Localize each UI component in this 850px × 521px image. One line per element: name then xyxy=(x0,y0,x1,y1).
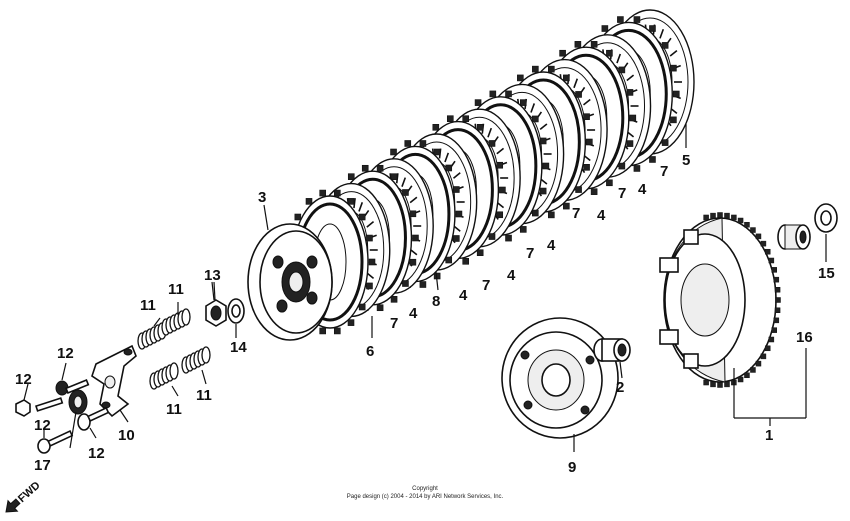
clutch-spring[interactable] xyxy=(181,346,211,374)
lifter-plate[interactable] xyxy=(91,344,137,418)
callout-11c: 11 xyxy=(166,401,182,418)
pressure-plate[interactable] xyxy=(247,223,333,341)
clutch-spring[interactable] xyxy=(137,322,167,350)
lock-nut[interactable] xyxy=(205,299,227,327)
bolt-upper[interactable] xyxy=(15,397,64,417)
clutch-spring[interactable] xyxy=(149,362,179,390)
lock-washer[interactable] xyxy=(227,298,245,324)
callout-4b: 4 xyxy=(459,287,468,304)
callout-3: 3 xyxy=(258,189,266,206)
callout-14: 14 xyxy=(230,339,247,356)
callout-13: 13 xyxy=(204,267,221,284)
callout-4e: 4 xyxy=(597,207,606,224)
callout-12b: 12 xyxy=(15,371,32,388)
clutch-spring[interactable] xyxy=(161,308,191,336)
callout-12d: 12 xyxy=(88,445,105,462)
callout-7a: 7 xyxy=(390,315,398,332)
callout-16: 16 xyxy=(796,329,813,346)
callout-5: 5 xyxy=(682,152,690,169)
callout-12a: 12 xyxy=(57,345,74,362)
callout-17: 17 xyxy=(34,457,51,474)
callout-4f: 4 xyxy=(638,181,647,198)
callout-7e: 7 xyxy=(618,185,626,202)
callout-7f: 7 xyxy=(660,163,668,180)
thrust-washer[interactable] xyxy=(814,203,838,233)
leader-lines xyxy=(23,124,827,452)
callout-8: 8 xyxy=(432,293,440,310)
callout-9: 9 xyxy=(568,459,576,476)
callout-4d: 4 xyxy=(547,237,556,254)
callout-7b: 7 xyxy=(482,277,490,294)
callout-7c: 7 xyxy=(526,245,534,262)
callout-6: 6 xyxy=(366,343,374,360)
bolt-right[interactable] xyxy=(77,406,110,431)
bolt-mid[interactable] xyxy=(55,378,90,396)
callout-11d: 11 xyxy=(196,387,212,404)
collar[interactable] xyxy=(593,338,631,362)
forward-label: FWD xyxy=(16,479,43,505)
callout-4c: 4 xyxy=(507,267,516,284)
callout-10: 10 xyxy=(118,427,135,444)
callout-numbers: 1 2 3 4 4 4 4 4 4 5 6 7 7 7 7 7 7 8 9 10… xyxy=(15,152,835,476)
copyright-line-2: Page design (c) 2004 - 2014 by ARI Netwo… xyxy=(347,494,504,500)
clutch-outer-housing[interactable] xyxy=(659,217,777,383)
arrow-left-icon xyxy=(5,498,21,513)
forward-arrow: FWD xyxy=(5,479,43,513)
bolt-lower[interactable] xyxy=(37,430,74,454)
callout-7d: 7 xyxy=(572,205,580,222)
copyright-line-1: Copyright xyxy=(412,486,438,492)
callout-2: 2 xyxy=(616,379,624,396)
callout-1: 1 xyxy=(765,427,773,444)
clutch-center[interactable] xyxy=(501,317,619,439)
callout-4a: 4 xyxy=(409,305,418,322)
clutch-plate-stack xyxy=(284,9,695,335)
callout-12c: 12 xyxy=(34,417,51,434)
callout-11a: 11 xyxy=(140,297,156,314)
callout-11b: 11 xyxy=(168,281,184,298)
needle-bearing[interactable] xyxy=(777,224,811,250)
lifter-bearing[interactable] xyxy=(68,389,88,415)
callout-15: 15 xyxy=(818,265,835,282)
housing-gear-teeth xyxy=(703,212,781,388)
clutch-springs xyxy=(137,308,211,390)
